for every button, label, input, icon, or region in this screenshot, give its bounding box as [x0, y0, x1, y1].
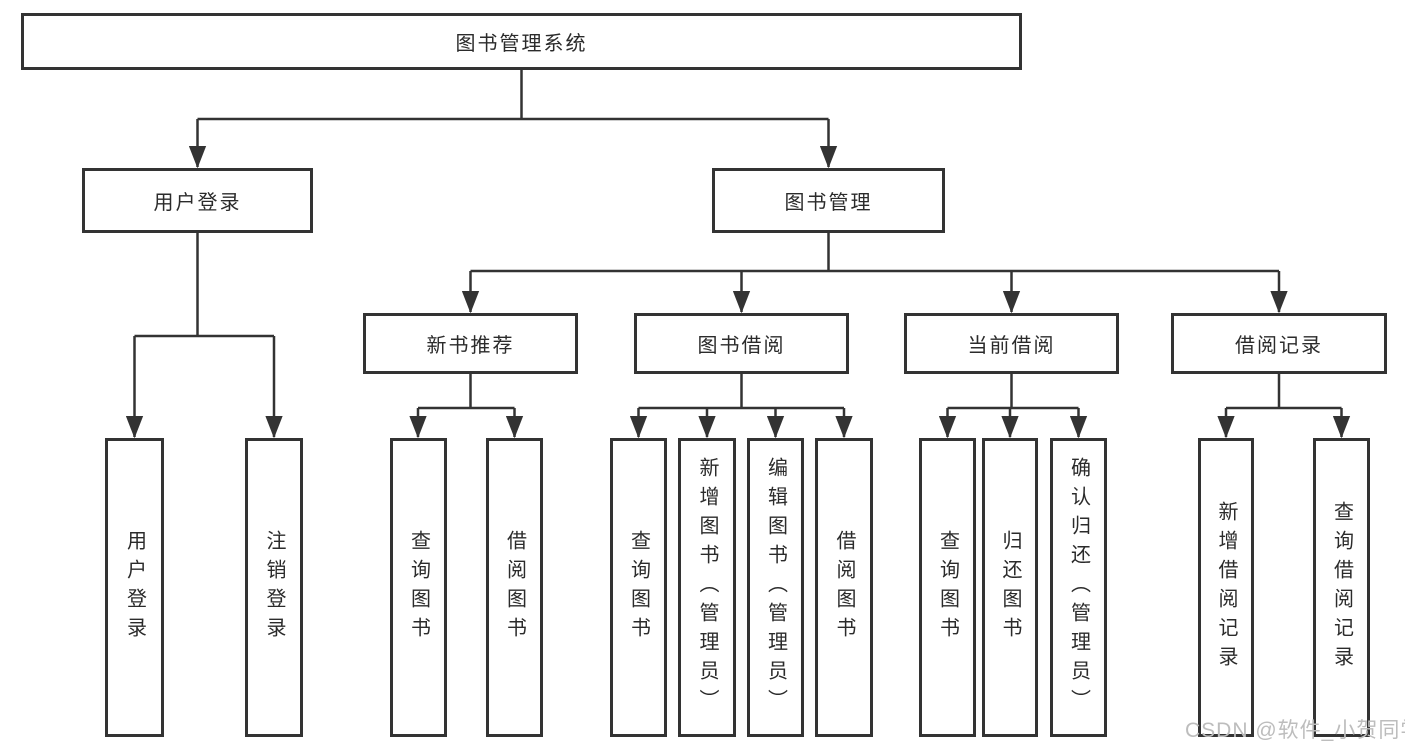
node-user-login: 用户登录 [82, 168, 313, 233]
leaf-confirm-return-admin: 确认归还（管理员） [1050, 438, 1107, 737]
node-new-book-recommendation: 新书推荐 [363, 313, 578, 374]
leaf-query-borrow-record: 查询借阅记录 [1313, 438, 1370, 737]
node-borrowing-records: 借阅记录 [1171, 313, 1387, 374]
leaf-edit-books-admin: 编辑图书（管理员） [747, 438, 804, 737]
leaf-user-login: 用户登录 [105, 438, 164, 737]
leaf-logout-login: 注销登录 [245, 438, 303, 737]
leaf-return-books: 归还图书 [982, 438, 1038, 737]
leaf-query-books-current: 查询图书 [919, 438, 976, 737]
leaf-add-borrow-record: 新增借阅记录 [1198, 438, 1254, 737]
leaf-query-books-recommend: 查询图书 [390, 438, 447, 737]
node-book-management: 图书管理 [712, 168, 945, 233]
node-root: 图书管理系统 [21, 13, 1022, 70]
leaf-query-books-borrowing: 查询图书 [610, 438, 667, 737]
node-book-borrowing: 图书借阅 [634, 313, 849, 374]
watermark: CSDN @软件_小贺同学 [1185, 719, 1405, 742]
leaf-borrow-books-recommend: 借阅图书 [486, 438, 543, 737]
leaf-borrow-books-borrowing: 借阅图书 [815, 438, 873, 737]
leaf-add-books-admin: 新增图书（管理员） [678, 438, 736, 737]
node-current-borrowing: 当前借阅 [904, 313, 1119, 374]
